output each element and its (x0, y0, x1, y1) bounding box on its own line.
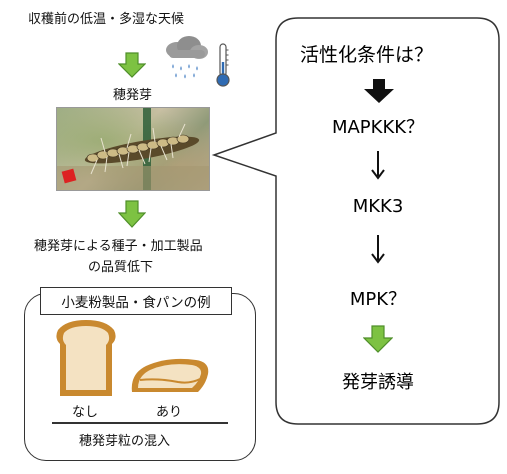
step-mapkkk: MAPKKK？ (331, 117, 425, 138)
thin-arrow-1 (371, 151, 385, 180)
quality-loss-line2: の品質低下 (88, 260, 154, 275)
bread-with-label: あり (156, 405, 183, 420)
sprouted-wheat-photo (56, 107, 210, 191)
thin-arrow-2 (371, 235, 385, 264)
rain-cloud-icon (166, 36, 208, 79)
green-down-arrow-2 (118, 200, 146, 228)
thermometer-icon (216, 43, 230, 87)
bread-slice-none-icon (56, 320, 116, 396)
green-down-arrow-1 (118, 52, 146, 78)
step-mkk3: MKK3 (352, 196, 404, 217)
germination-induction: 発芽誘導 (342, 372, 414, 393)
example-box-title: 小麦粉製品・食パンの例 (40, 287, 232, 315)
black-down-arrow (364, 79, 394, 103)
bread-none-label: なし (72, 405, 99, 420)
step-mpk: MPK？ (349, 289, 407, 310)
caption-divider (52, 422, 228, 424)
bread-slice-with-icon (131, 358, 209, 392)
quality-loss-line1: 穂発芽による種子・加工製品 (34, 239, 203, 254)
example-caption: 穂発芽粒の混入 (79, 434, 171, 449)
weather-label: 収穫前の低温・多湿な天候 (28, 12, 185, 27)
activation-question: 活性化条件は？ (300, 44, 434, 66)
green-down-arrow-3 (363, 325, 393, 353)
sprout-label: 穂発芽 (113, 88, 153, 103)
